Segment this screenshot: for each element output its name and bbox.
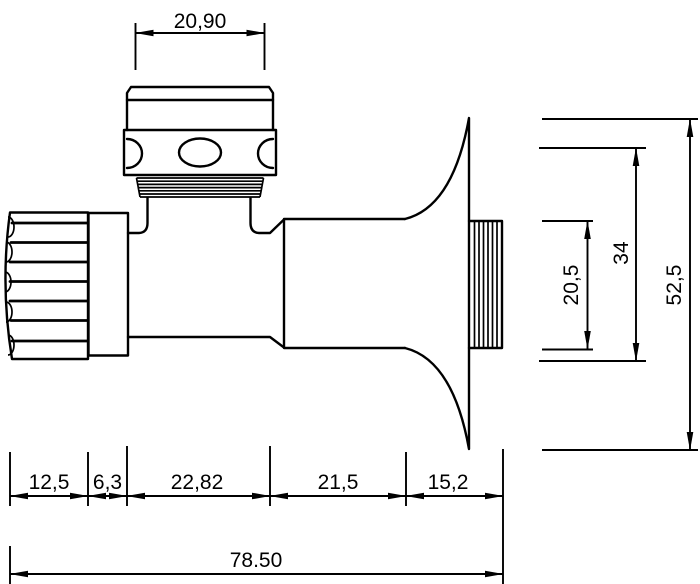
dim-top-width: 20,90 xyxy=(134,10,266,70)
handwheel-outline xyxy=(4,211,90,361)
dimension-label: 21,5 xyxy=(318,471,359,494)
bonnet-ring-center-oval xyxy=(177,137,223,168)
flange xyxy=(403,116,471,451)
bonnet-threads xyxy=(135,177,265,198)
handwheel-collar xyxy=(87,211,130,357)
dim-flange-mid-height: 34 xyxy=(539,147,646,362)
dimension-label: 12,5 xyxy=(29,471,70,494)
dimensions: 20,90 12,5 6,3 22,82 21,5 15,2 78.50 xyxy=(9,10,698,584)
dim-overall-length: 78.50 xyxy=(9,546,504,584)
bonnet-cap xyxy=(125,85,275,132)
seat-section xyxy=(282,217,407,350)
outlet-pipe xyxy=(467,219,504,350)
bonnet-ring-right-oval xyxy=(256,137,275,170)
dimension-label: 34 xyxy=(610,241,633,265)
body-bottom xyxy=(126,335,286,349)
outlet-pipe-threads xyxy=(473,221,498,348)
valve-outline xyxy=(4,85,504,451)
dimension-label: 78.50 xyxy=(230,549,283,572)
dimension-label: 20,5 xyxy=(560,265,583,306)
dimension-label: 6,3 xyxy=(93,471,122,494)
bonnet-knurl-ring xyxy=(122,128,278,177)
dim-outlet-diameter: 20,5 xyxy=(542,220,593,351)
body-top-left xyxy=(126,196,149,235)
dim-flange-diameter: 52,5 xyxy=(542,118,698,451)
bonnet-ring-left-oval xyxy=(125,137,144,170)
dimension-label: 52,5 xyxy=(663,265,686,306)
dimension-label: 15,2 xyxy=(428,471,469,494)
handwheel-ridges xyxy=(8,221,90,343)
dimension-label: 20,90 xyxy=(174,10,227,33)
body-top-right xyxy=(249,196,286,235)
outlet-pipe-outline xyxy=(467,219,504,350)
dim-bottom-chain: 12,5 6,3 22,82 21,5 15,2 xyxy=(9,446,504,584)
dimension-label: 22,82 xyxy=(171,471,224,494)
